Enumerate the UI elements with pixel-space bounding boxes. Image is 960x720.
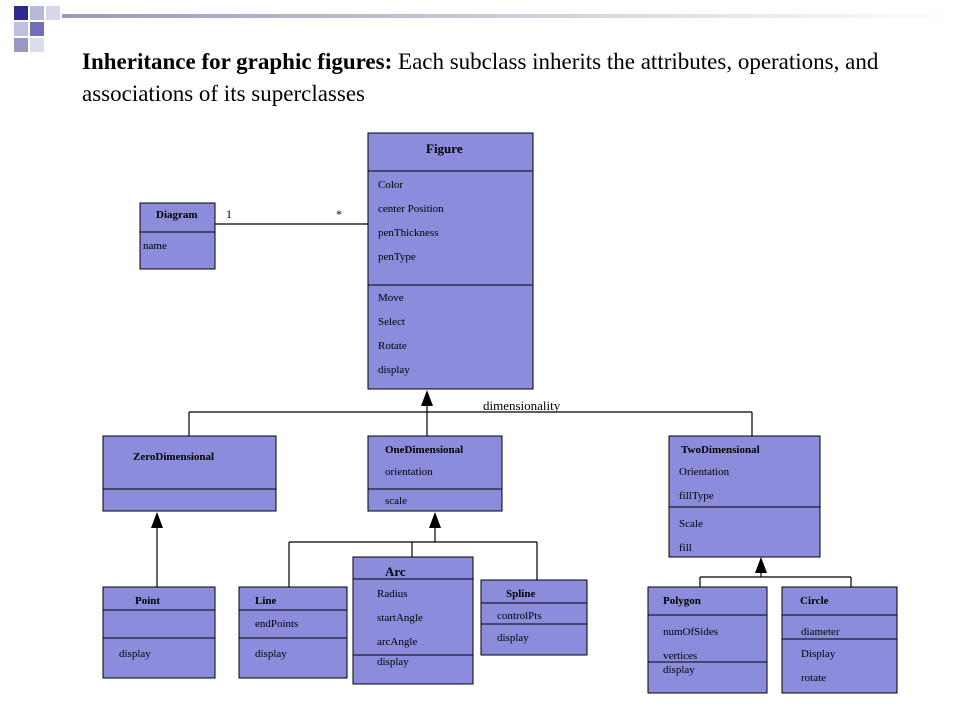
- class-name: Diagram: [156, 209, 198, 221]
- class-operation: display: [119, 648, 151, 660]
- class-attribute: fillType: [679, 490, 714, 502]
- class-attribute: vertices: [663, 650, 697, 662]
- class-name: Polygon: [663, 595, 701, 607]
- class-box-two-dimensional: [668, 435, 821, 558]
- class-operation: Scale: [679, 518, 703, 530]
- class-operation: display: [255, 648, 287, 660]
- class-attribute: Radius: [377, 588, 408, 600]
- class-attribute: arcAngle: [377, 636, 417, 648]
- generalization-arrowhead-onedimensional: [429, 512, 441, 528]
- discriminator-label: dimensionality: [483, 398, 561, 413]
- class-polygon: Polygon numOfSides vertices display: [647, 586, 768, 694]
- slide-title: Inheritance for graphic figures: Each su…: [82, 46, 942, 110]
- association-multiplicity-figure: *: [336, 207, 342, 221]
- class-operation: Select: [378, 316, 405, 328]
- class-attribute: penType: [378, 251, 416, 263]
- class-attribute: center Position: [378, 203, 444, 215]
- class-attribute: controlPts: [497, 610, 542, 622]
- class-one-dimensional: OneDimensional orientation scale: [367, 435, 503, 512]
- class-box-zero-dimensional: [102, 435, 277, 512]
- class-attribute: endPoints: [255, 618, 298, 630]
- class-attribute: startAngle: [377, 612, 423, 624]
- class-name: Arc: [385, 564, 406, 579]
- connector-lines: [151, 223, 852, 587]
- class-operation: Rotate: [378, 340, 407, 352]
- class-operation: scale: [385, 495, 407, 507]
- class-name: Spline: [506, 588, 535, 600]
- class-operation: display: [378, 364, 410, 376]
- slide-title-bold: Inheritance for graphic figures:: [82, 49, 393, 74]
- class-name: OneDimensional: [385, 444, 463, 456]
- class-line: Line endPoints display: [238, 586, 348, 679]
- class-name: Figure: [426, 141, 463, 156]
- class-attribute: Color: [378, 179, 403, 191]
- class-attribute: diameter: [801, 626, 840, 638]
- class-box-circle: [781, 586, 898, 694]
- generalization-arrowhead-zerodimensional: [151, 512, 163, 528]
- class-box-one-dimensional: [367, 435, 503, 512]
- class-spline: Spline controlPts display: [480, 579, 588, 656]
- class-box-point: [102, 586, 216, 679]
- class-attribute: penThickness: [378, 227, 438, 239]
- class-diagram: Diagram name: [139, 202, 216, 270]
- generalization-arrowhead-twodimensional: [755, 557, 767, 573]
- class-operation: display: [663, 664, 695, 676]
- class-name: Line: [255, 595, 277, 607]
- class-zero-dimensional: ZeroDimensional: [102, 435, 277, 512]
- class-name: Circle: [800, 595, 829, 607]
- class-name: ZeroDimensional: [133, 451, 214, 463]
- association-multiplicity-diagram: 1: [226, 207, 232, 221]
- class-box-arc: [352, 556, 474, 685]
- class-attribute: name: [143, 240, 167, 252]
- slide-title-rest: Each subclass inherits the attributes, o…: [82, 49, 879, 106]
- class-box-line: [238, 586, 348, 679]
- class-attribute: numOfSides: [663, 626, 718, 638]
- class-attribute: Orientation: [679, 466, 730, 478]
- class-name: Point: [135, 595, 160, 607]
- generalization-arrowhead-figure: [421, 390, 433, 406]
- class-operation: fill: [679, 542, 692, 554]
- class-operation: Display: [801, 648, 836, 660]
- class-name: TwoDimensional: [681, 444, 760, 456]
- class-box-figure: [367, 132, 534, 390]
- class-operation: display: [497, 632, 529, 644]
- class-point: Point display: [102, 586, 216, 679]
- class-operation: Move: [378, 292, 404, 304]
- class-operation: rotate: [801, 672, 826, 684]
- class-box-polygon: [647, 586, 768, 694]
- class-box-spline: [480, 579, 588, 656]
- class-attribute: orientation: [385, 466, 433, 478]
- class-operation: display: [377, 656, 409, 668]
- class-box-diagram: [139, 202, 216, 270]
- header-gradient-bar: [62, 14, 960, 18]
